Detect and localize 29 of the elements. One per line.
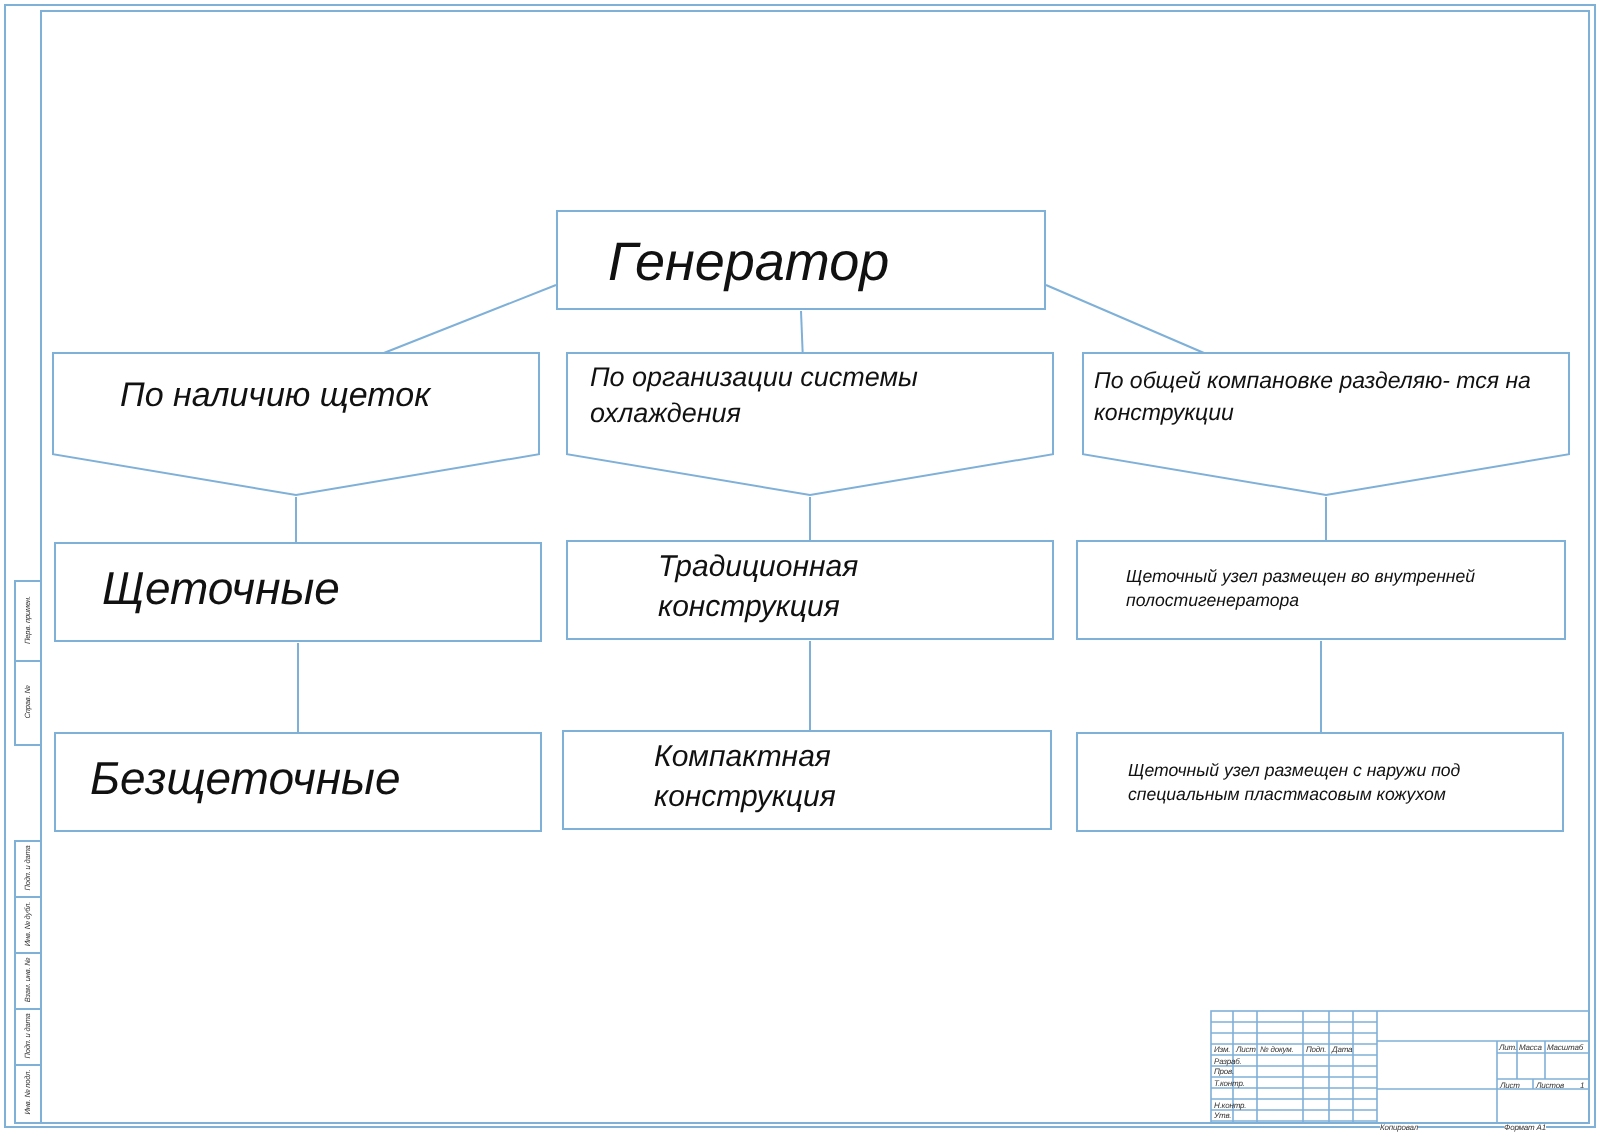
node-label: Традиционная конструкция [658,548,861,629]
node-label: Щеточный узел размещен во внутренней полостигенератора [1126,566,1478,614]
node-label: Щеточные [102,560,342,618]
connector-line [809,496,811,542]
node-box [1076,540,1566,640]
connector-line [1320,640,1322,734]
node-label: Безщеточные [90,750,403,808]
node-box [562,730,1052,830]
node-label: По наличию щеток [120,374,433,418]
node-label: По организации системы охлаждения [590,360,920,433]
connector-line [382,284,557,354]
node-box [556,210,1046,310]
connector-line [1325,496,1327,542]
category-box [566,352,1054,496]
node-label: По общей компановке разделяю- тся на конструкции [1094,368,1533,430]
node-box [566,540,1054,640]
category-box [52,352,540,496]
node-label: Генератор [608,230,892,296]
connector-line [809,640,811,732]
connector-line [800,310,804,354]
connector-line [1045,284,1205,354]
category-box [1082,352,1570,496]
node-box [54,542,542,642]
connector-line [295,496,297,544]
node-box [54,732,542,832]
connector-line [297,642,299,734]
node-label: Щеточный узел размещен с наружи под специальным пластмасовым кожухом [1128,760,1463,808]
node-label: Компактная конструкция [654,738,838,819]
node-box [1076,732,1564,832]
